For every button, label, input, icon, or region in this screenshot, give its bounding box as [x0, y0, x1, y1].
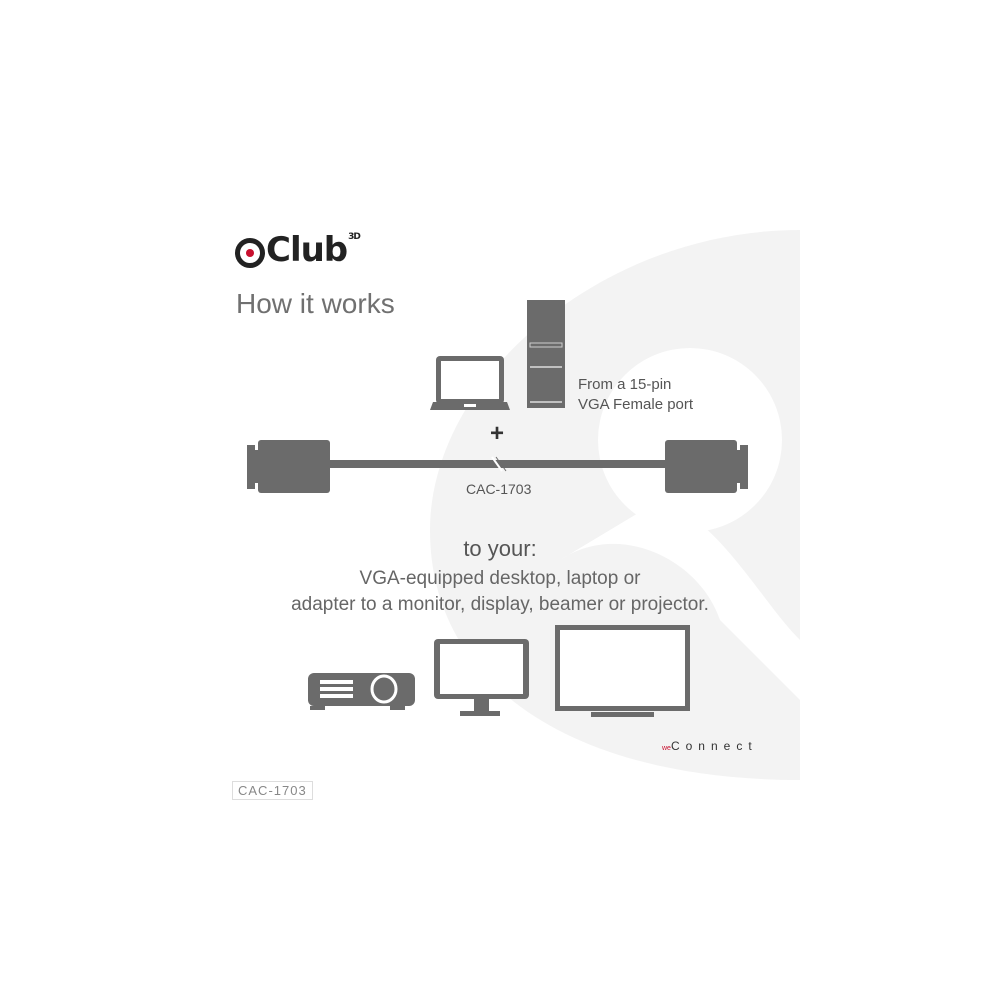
tagline-prefix: we — [662, 745, 671, 752]
vga-cable-icon — [247, 440, 748, 493]
source-line-1: From a 15-pin — [578, 376, 672, 393]
target-description: VGA-equipped desktop, laptop or adapter … — [0, 566, 1000, 618]
target-heading: to your: — [463, 536, 537, 561]
laptop-icon — [430, 356, 510, 410]
product-code: CAC-1703 — [232, 781, 313, 800]
target-devices — [308, 625, 690, 717]
source-description: From a 15-pin VGA Female port — [578, 375, 693, 415]
source-line-2: VGA Female port — [578, 396, 694, 413]
monitor-icon — [434, 639, 529, 716]
club-logo-icon — [235, 238, 265, 268]
target-line-1: VGA-equipped desktop, laptop or — [359, 568, 641, 589]
plus-sign: + — [490, 420, 505, 447]
logo-text: Club — [266, 230, 348, 270]
tagline-text: Connect — [670, 739, 758, 753]
weconnect-logo: weConnect — [662, 739, 758, 753]
cable-label: CAC-1703 — [466, 481, 532, 497]
source-devices — [430, 300, 565, 410]
projector-icon — [308, 673, 415, 710]
logo-sup: 3D — [348, 232, 361, 242]
page-title: How it works — [236, 288, 395, 319]
target-line-2: adapter to a monitor, display, beamer or… — [291, 594, 709, 615]
desktop-tower-icon — [527, 300, 565, 408]
tv-icon — [555, 625, 690, 717]
